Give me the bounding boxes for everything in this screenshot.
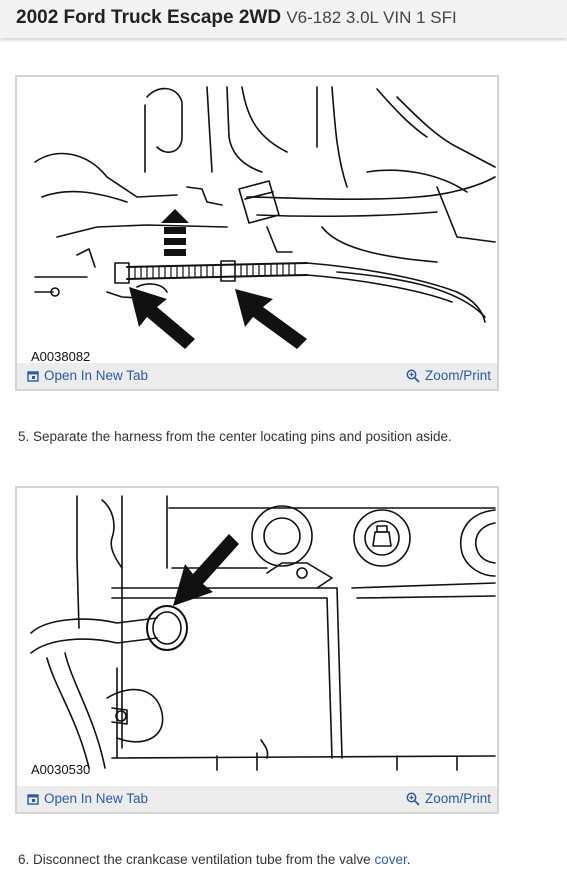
open-in-new-tab-link[interactable]: Open In New Tab bbox=[27, 791, 148, 806]
step-6-text-before: 6. Disconnect the crankcase ventilation … bbox=[18, 852, 375, 867]
step-5-text: 5. Separate the harness from the center … bbox=[18, 429, 452, 444]
vehicle-name: 2002 Ford Truck Escape 2WD bbox=[16, 7, 282, 28]
harness-illustration: A0038082 bbox=[31, 86, 496, 363]
figure-id-label: A0038082 bbox=[31, 349, 90, 363]
step-6-text-after: . bbox=[406, 852, 411, 867]
open-in-new-tab-label: Open In New Tab bbox=[44, 368, 149, 383]
zoom-print-label: Zoom/Print bbox=[424, 791, 491, 806]
engine-spec: V6-182 3.0L VIN 1 SFI bbox=[286, 8, 457, 27]
page-header: 2002 Ford Truck Escape 2WD V6-182 3.0L V… bbox=[0, 0, 567, 38]
zoom-in-icon bbox=[406, 369, 420, 383]
figure-id-label: A0030530 bbox=[31, 762, 90, 777]
step-6-text: 6. Disconnect the crankcase ventilation … bbox=[18, 852, 411, 867]
figure-harness: A0038082 Open In New Tab Zoom/Print bbox=[15, 75, 499, 391]
zoom-in-icon bbox=[406, 792, 420, 806]
figure-toolbar: Open In New Tab Zoom/Print bbox=[17, 363, 497, 389]
open-in-new-tab-label: Open In New Tab bbox=[44, 791, 149, 806]
zoom-print-link[interactable]: Zoom/Print bbox=[406, 368, 491, 383]
new-tab-icon bbox=[27, 793, 39, 805]
page-title: 2002 Ford Truck Escape 2WD V6-182 3.0L V… bbox=[16, 7, 457, 29]
zoom-print-label: Zoom/Print bbox=[424, 368, 491, 383]
figure-pcv-tube: A0030530 Open In New Tab Zoom/Print bbox=[15, 486, 499, 814]
figure-toolbar: Open In New Tab Zoom/Print bbox=[17, 786, 497, 812]
new-tab-icon bbox=[27, 370, 39, 382]
pcv-tube-illustration: A0030530 bbox=[30, 495, 496, 777]
valve-cover-link[interactable]: cover bbox=[374, 852, 407, 867]
zoom-print-link[interactable]: Zoom/Print bbox=[406, 791, 491, 806]
open-in-new-tab-link[interactable]: Open In New Tab bbox=[27, 368, 148, 383]
